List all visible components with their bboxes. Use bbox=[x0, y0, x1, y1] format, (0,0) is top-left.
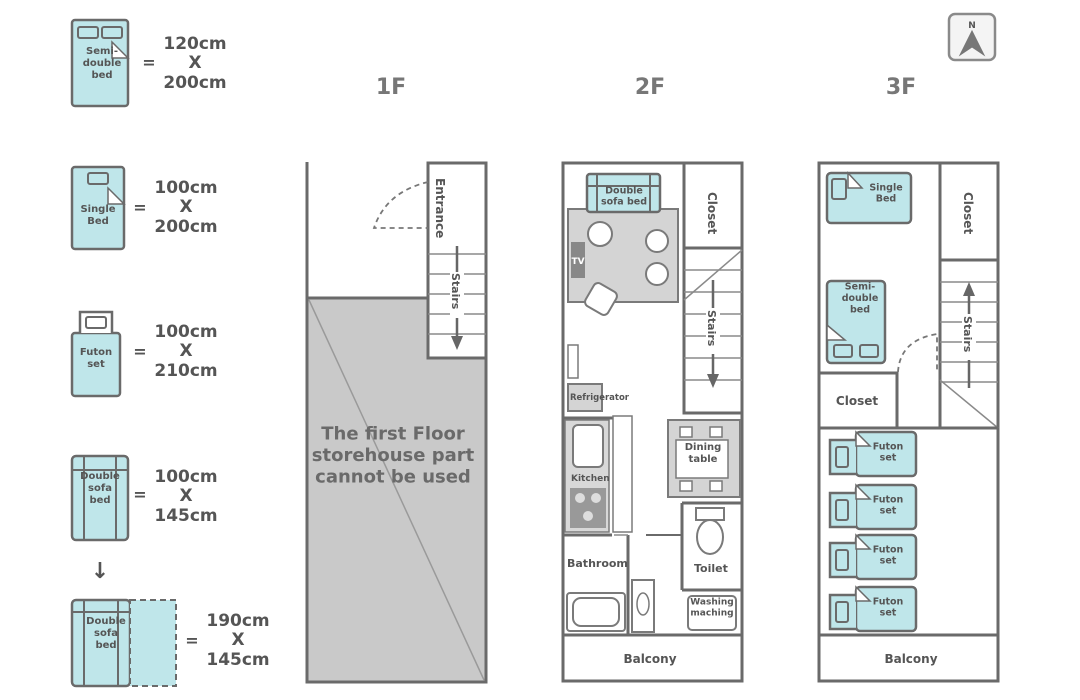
floor-1-title: 1F bbox=[376, 75, 406, 100]
north-arrow-icon bbox=[958, 29, 986, 57]
legend-width: 100cm bbox=[154, 322, 217, 342]
legend-length: 200cm bbox=[154, 217, 217, 237]
double-sofa-bed bbox=[585, 172, 662, 214]
legend-width: 100cm bbox=[154, 178, 217, 198]
closet-bottom-label: Closet bbox=[836, 394, 878, 408]
semi-double-bed-icon bbox=[70, 18, 130, 108]
legend-sep: X bbox=[188, 53, 201, 73]
legend-length: 145cm bbox=[206, 650, 269, 670]
living-table bbox=[567, 208, 679, 303]
down-arrow-icon: ↓ bbox=[91, 559, 109, 584]
toilet-label: Toilet bbox=[694, 562, 728, 575]
double-sofa-bed-icon bbox=[70, 454, 130, 542]
legend-length: 210cm bbox=[154, 361, 217, 381]
legend-equals: = bbox=[142, 53, 155, 72]
legend-length: 200cm bbox=[163, 73, 226, 93]
stairs-label: Stairs bbox=[705, 310, 718, 347]
legend-sep: X bbox=[179, 341, 192, 361]
stairs-label: Stairs bbox=[449, 273, 462, 310]
legend-equals: = bbox=[185, 631, 198, 650]
floor-2-title: 2F bbox=[635, 75, 665, 100]
bathroom-label: Bathroom bbox=[567, 557, 628, 570]
stairs-arrow-icon bbox=[707, 374, 719, 388]
legend-width: 100cm bbox=[154, 467, 217, 487]
stairs-label: Stairs bbox=[961, 316, 974, 353]
legend-length: 145cm bbox=[154, 506, 217, 526]
stairs-arrow-icon bbox=[963, 282, 975, 296]
refrigerator bbox=[567, 383, 603, 412]
balcony-label: Balcony bbox=[623, 652, 676, 666]
legend-sep: X bbox=[179, 486, 192, 506]
stairs-arrow-icon bbox=[451, 336, 463, 350]
legend-sep: X bbox=[231, 630, 244, 650]
entrance-label: Entrance bbox=[433, 178, 447, 238]
single-bed-icon bbox=[70, 165, 126, 251]
legend-width: 190cm bbox=[206, 611, 269, 631]
tv-label: TV bbox=[571, 257, 584, 267]
refrigerator-label: Refrigerator bbox=[570, 393, 630, 403]
legend-sep: X bbox=[179, 197, 192, 217]
compass: N bbox=[947, 12, 997, 62]
compass-north-label: N bbox=[968, 21, 976, 31]
floor-3-title: 3F bbox=[886, 75, 916, 100]
closet-label: Closet bbox=[705, 192, 719, 234]
legend-equals: = bbox=[133, 198, 146, 217]
semi-double-bed bbox=[825, 279, 887, 365]
legend-equals: = bbox=[133, 342, 146, 361]
legend-equals: = bbox=[133, 485, 146, 504]
legend-width: 120cm bbox=[163, 34, 226, 54]
balcony-label: Balcony bbox=[884, 652, 937, 666]
closet-top-label: Closet bbox=[961, 192, 975, 234]
kitchen-label: Kitchen bbox=[571, 474, 610, 484]
